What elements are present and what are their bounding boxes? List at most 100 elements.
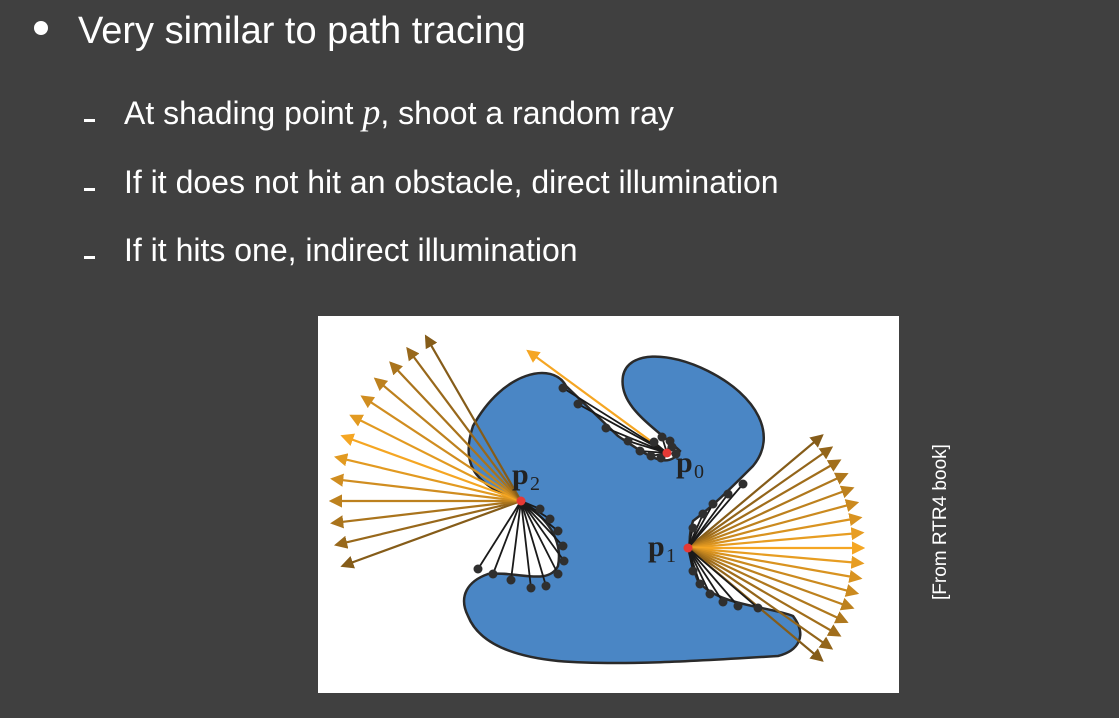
- sub-bullet-3: If it hits one, indirect illumination: [124, 232, 578, 268]
- escaping-ray: [687, 499, 860, 550]
- label-p1-main: p: [648, 530, 665, 563]
- ray-hit-point: [667, 442, 677, 452]
- ray-hit-point: [473, 564, 483, 574]
- shading-point-p0: [662, 448, 672, 458]
- escaping-ray: [526, 349, 668, 454]
- label-p0: p 0: [676, 446, 704, 483]
- ray-hit-point: [553, 526, 563, 536]
- escaping-ray: [360, 395, 522, 502]
- ray-hit-point: [733, 601, 743, 611]
- bullet-dot: [34, 21, 48, 35]
- shading-point-p2: [516, 496, 526, 506]
- escaping-ray: [406, 346, 522, 502]
- sub-bullet-dash: [84, 188, 95, 191]
- occluded-ray: [627, 440, 668, 454]
- occluded-ray: [687, 547, 739, 607]
- sub-bullet-1: At shading point p, shoot a random ray: [124, 92, 674, 133]
- ray-hit-point: [506, 575, 516, 585]
- ray-hit-point: [753, 603, 763, 613]
- ray-hit-point: [698, 509, 708, 519]
- occluded-ray: [687, 483, 744, 549]
- occluded-ray: [687, 547, 711, 595]
- escaping-ray: [389, 361, 522, 502]
- ray-hit-point: [488, 569, 498, 579]
- ray-hit-point: [723, 489, 733, 499]
- label-p0-main: p: [676, 446, 693, 479]
- ray-hit-point: [646, 451, 656, 461]
- escaping-ray: [349, 414, 522, 502]
- ray-hit-point: [708, 499, 718, 509]
- main-bullet-text: Very similar to path tracing: [78, 10, 526, 52]
- ray-hit-point: [649, 437, 659, 447]
- escaping-ray: [333, 499, 522, 549]
- escaping-ray: [687, 485, 855, 550]
- escaping-ray: [687, 434, 824, 549]
- shading-point-p1: [683, 543, 693, 553]
- escaping-ray: [687, 547, 834, 650]
- occluded-ray: [639, 450, 668, 454]
- escaping-ray: [424, 334, 522, 502]
- sub-bullet-1-var: p: [362, 92, 381, 132]
- occluded-ray: [520, 500, 559, 575]
- escaping-ray: [687, 547, 849, 624]
- ray-hit-point: [545, 514, 555, 524]
- occluded-ray: [492, 500, 522, 575]
- shading-point-layer: [516, 448, 693, 553]
- ray-hit-point: [657, 432, 667, 442]
- ray-hit-point: [695, 579, 705, 589]
- occluded-ray: [520, 500, 565, 562]
- occluded-ray: [687, 547, 724, 603]
- escaping-ray: [330, 473, 522, 503]
- ray-hit-point: [656, 453, 666, 463]
- escaping-ray: [687, 547, 842, 637]
- occluded-ray: [520, 500, 532, 589]
- ray-hit-point: [559, 556, 569, 566]
- sub-bullet-2: If it does not hit an obstacle, direct i…: [124, 164, 779, 200]
- ray-hit-point: [601, 423, 611, 433]
- escaping-ray: [687, 527, 865, 550]
- ray-hit-point: [718, 597, 728, 607]
- escaping-ray: [373, 377, 522, 502]
- occluded-ray: [520, 500, 564, 547]
- label-p1-sub: 1: [666, 545, 676, 567]
- ray-hit-point: [553, 569, 563, 579]
- label-p0-sub: 0: [694, 461, 704, 483]
- ray-hit-point: [705, 589, 715, 599]
- figure-caption: [From RTR4 book]: [930, 444, 951, 600]
- ambient-occlusion-figure: p 0 p 1 p 2: [318, 316, 899, 693]
- occluded-ray: [520, 500, 547, 587]
- hit-point-layer: [473, 383, 763, 613]
- sub-bullet-dash: [84, 256, 95, 259]
- escaping-ray: [687, 472, 849, 549]
- sub-bullet-dash: [84, 119, 95, 122]
- ray-layer: [328, 334, 866, 662]
- escaping-ray: [687, 459, 842, 549]
- ray-hit-point: [541, 581, 551, 591]
- sub-bullet-1-pre: At shading point: [124, 95, 363, 131]
- occluded-ray: [687, 547, 759, 609]
- ray-hit-point: [573, 399, 583, 409]
- ray-hit-point: [671, 449, 681, 459]
- ray-hit-point: [623, 436, 633, 446]
- ray-hit-point: [635, 446, 645, 456]
- ray-hit-point: [526, 583, 536, 593]
- occluded-ray: [605, 427, 668, 454]
- escaping-ray: [687, 546, 860, 597]
- escaping-ray: [687, 546, 863, 583]
- label-p2: p 2: [512, 458, 540, 495]
- ray-hit-point: [535, 504, 545, 514]
- escaping-ray: [687, 546, 865, 569]
- ray-hit-point: [688, 523, 698, 533]
- ray-hit-point: [558, 541, 568, 551]
- label-p2-sub: 2: [530, 473, 540, 495]
- label-p2-main: p: [512, 458, 529, 491]
- ray-hit-point: [688, 566, 698, 576]
- occluded-ray: [510, 500, 522, 581]
- occluded-ray: [687, 503, 714, 549]
- escaping-ray: [333, 453, 522, 503]
- label-p1: p 1: [648, 530, 676, 567]
- occluded-ray: [520, 500, 559, 532]
- escaping-ray: [687, 446, 834, 549]
- sub-bullet-1-post: , shoot a random ray: [380, 95, 674, 131]
- figure-svg: p 0 p 1 p 2: [328, 334, 866, 665]
